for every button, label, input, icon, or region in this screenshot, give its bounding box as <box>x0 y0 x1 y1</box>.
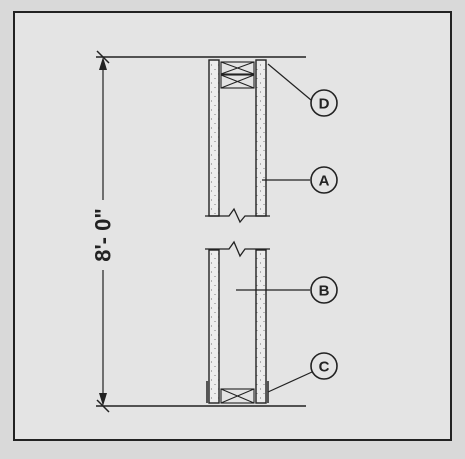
bottom-plate <box>220 388 255 404</box>
base-trim-right <box>266 381 269 403</box>
height-dimension-label: 8'- 0" <box>91 208 116 262</box>
callout-b-label: B <box>319 283 330 300</box>
wall-upper-segment <box>205 59 270 224</box>
leader-line-d <box>267 63 312 101</box>
callout-d: D <box>310 89 338 117</box>
break-line-upper <box>205 207 270 224</box>
callout-a: A <box>310 166 338 194</box>
callout-c: C <box>310 352 338 380</box>
callout-a-label: A <box>319 173 330 190</box>
callout-b: B <box>310 276 338 304</box>
wall-lower-segment <box>205 240 270 404</box>
callout-c-label: C <box>319 359 330 376</box>
base-trim-left <box>206 381 209 403</box>
callout-d-label: D <box>319 96 330 113</box>
top-plate <box>220 61 255 89</box>
height-dimension <box>84 50 122 413</box>
break-line-lower <box>205 240 270 258</box>
leader-line-c <box>267 371 313 393</box>
